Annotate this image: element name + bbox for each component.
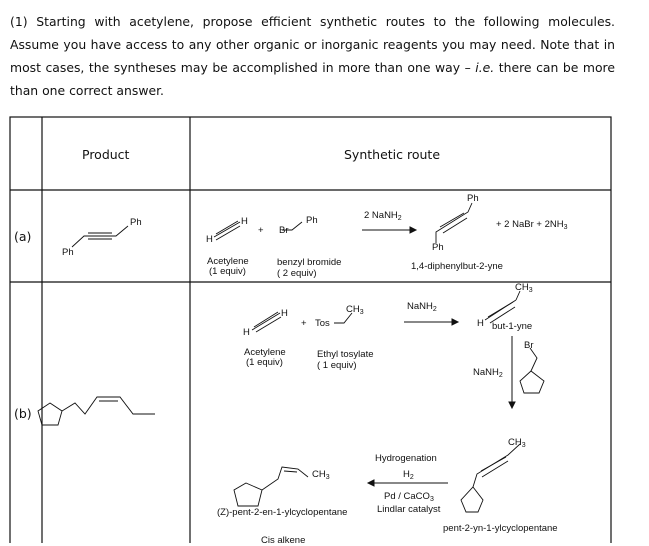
final-ch3: CH3 bbox=[312, 469, 330, 483]
pentynylcyclopentane bbox=[460, 443, 521, 513]
acetylene-b-h2: H bbox=[281, 308, 288, 319]
reagent1-name-b: Acetylene bbox=[244, 347, 286, 358]
step3-line3: Pd / CaCO3 bbox=[384, 491, 434, 505]
step3-line4: Lindlar catalyst bbox=[377, 504, 441, 515]
row-label-a: (a) bbox=[14, 229, 32, 244]
pentenylcyclopentane bbox=[233, 466, 309, 507]
question-text-main: (1) Starting with acetylene, propose eff… bbox=[10, 14, 615, 75]
step2-reagent: NaNH2 bbox=[473, 367, 503, 381]
byproducts: + 2 NaBr + 2NH3 bbox=[496, 219, 568, 233]
step1-reagent: NaNH2 bbox=[407, 301, 437, 315]
step3-line2: H2 bbox=[403, 469, 414, 483]
benzyl-ph-label: Ph bbox=[306, 215, 318, 226]
step3-line3-text: Pd / CaCO bbox=[384, 491, 430, 502]
butyne-h: H bbox=[477, 318, 484, 329]
question-text-ie: i.e. bbox=[475, 60, 495, 75]
reagent2-name-b: Ethyl tosylate bbox=[317, 349, 374, 360]
tosylate-ch3: CH3 bbox=[346, 304, 364, 318]
table-grid bbox=[9, 116, 612, 543]
acetylene-b-h1: H bbox=[243, 327, 250, 338]
intermediate-name: but-1-yne bbox=[492, 321, 533, 332]
final-ch3-text: CH bbox=[312, 469, 326, 480]
product-a-ph-left: Ph bbox=[62, 247, 74, 258]
final-ch3-sub: 3 bbox=[325, 474, 330, 481]
arrow-label-a-text: 2 NaNH bbox=[364, 210, 398, 221]
reagent1-equiv-b: (1 equiv) bbox=[246, 357, 283, 368]
product-a-ph-right: Ph bbox=[130, 217, 142, 228]
benzyl-bromide bbox=[282, 221, 303, 231]
final-name: (Z)-pent-2-en-1-ylcyclopentane bbox=[217, 507, 348, 518]
final-note: Cis alkene bbox=[261, 535, 306, 546]
step3-line2-text: H bbox=[403, 469, 410, 480]
question-text-end: there can be more than one correct answe… bbox=[10, 60, 615, 98]
reagent2-name-a: benzyl bromide bbox=[277, 257, 342, 268]
byproducts-sub: 3 bbox=[563, 224, 568, 231]
step2-reagent-sub: 2 bbox=[498, 372, 503, 379]
header-synthetic-route: Synthetic route bbox=[344, 147, 441, 162]
product-ph-top: Ph bbox=[467, 193, 479, 204]
bromomethylcyclopentane bbox=[519, 347, 545, 394]
bromide-br: Br bbox=[524, 340, 534, 351]
diphenylbutyne bbox=[435, 202, 473, 243]
product-ph-bottom: Ph bbox=[432, 242, 444, 253]
ch3-text: CH bbox=[346, 304, 360, 315]
step3-line2-sub: 2 bbox=[409, 474, 414, 481]
acetylene-b bbox=[251, 311, 282, 333]
butyne-ch3-sub: 3 bbox=[528, 287, 533, 294]
butyne-ch3-text: CH bbox=[515, 282, 529, 293]
alkyne-ch3: CH3 bbox=[508, 437, 526, 451]
plus-a: + bbox=[258, 225, 264, 236]
reagent2-equiv-b: ( 1 equiv) bbox=[317, 360, 357, 371]
row-label-b: (b) bbox=[14, 406, 32, 421]
acetylene-h2: H bbox=[241, 216, 248, 227]
product-a-structure bbox=[71, 225, 129, 248]
plus-b: + bbox=[301, 318, 307, 329]
reagent1-equiv-a: (1 equiv) bbox=[209, 266, 246, 277]
step3-line3-sub: 3 bbox=[429, 496, 434, 503]
acetylene-a bbox=[213, 220, 241, 241]
acetylene-h1: H bbox=[206, 234, 213, 245]
arrow-label-a-sub: 2 bbox=[397, 215, 402, 222]
product-b-structure bbox=[37, 396, 155, 426]
product-name-a: 1,4-diphenylbut-2-yne bbox=[411, 261, 503, 272]
reagent2-equiv-a: ( 2 equiv) bbox=[277, 268, 317, 279]
ch3-sub: 3 bbox=[359, 309, 364, 316]
arrow-label-a: 2 NaNH2 bbox=[364, 210, 402, 224]
header-product: Product bbox=[82, 147, 130, 162]
byproducts-text: + 2 NaBr + 2NH bbox=[496, 219, 564, 230]
step2-reagent-text: NaNH bbox=[473, 367, 499, 378]
step1-reagent-text: NaNH bbox=[407, 301, 433, 312]
butyne bbox=[484, 290, 521, 324]
bromine-label: Br bbox=[279, 225, 289, 236]
ethyl-tosylate bbox=[334, 312, 353, 324]
question-text: (1) Starting with acetylene, propose eff… bbox=[10, 10, 615, 102]
butyne-ch3: CH3 bbox=[515, 282, 533, 296]
alkyne-ch3-text: CH bbox=[508, 437, 522, 448]
reagent1-name-a: Acetylene bbox=[207, 256, 249, 267]
step1-reagent-sub: 2 bbox=[432, 306, 437, 313]
alkyne-name: pent-2-yn-1-ylcyclopentane bbox=[443, 523, 558, 534]
alkyne-ch3-sub: 3 bbox=[521, 442, 526, 449]
tos-label: Tos bbox=[315, 318, 330, 329]
step3-line1: Hydrogenation bbox=[375, 453, 437, 464]
